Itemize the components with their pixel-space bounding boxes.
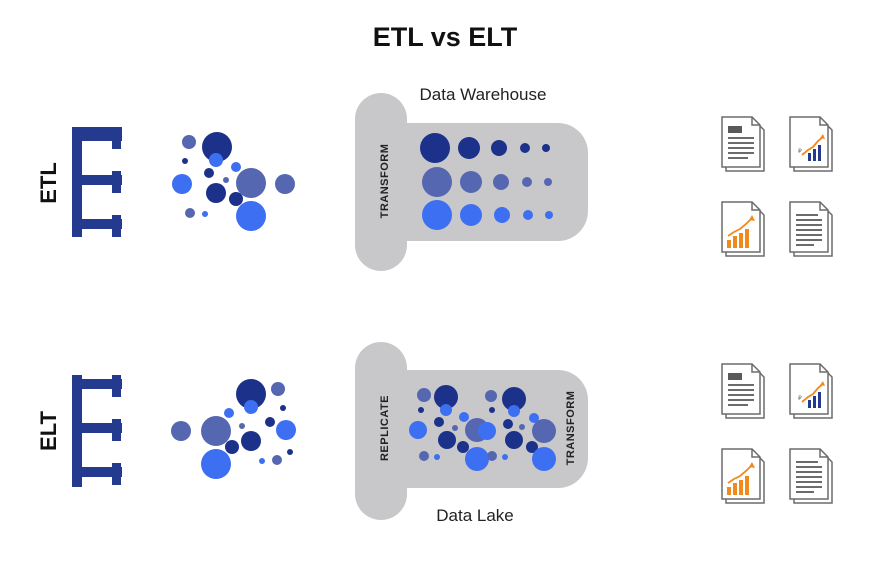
data-dot: [505, 431, 523, 449]
text-report-icon: [789, 448, 833, 504]
elt-pipeline-icon: [72, 375, 122, 487]
etl-reports: [721, 116, 833, 257]
etl-pipeline-icon: [72, 127, 122, 237]
data-dot: [508, 405, 520, 417]
data-dot: [502, 387, 526, 411]
data-dot: [272, 455, 282, 465]
data-dot: [503, 419, 513, 429]
data-dot: [259, 458, 265, 464]
data-dot: [465, 447, 489, 471]
warehouse-structured-data: [420, 133, 553, 230]
data-dot: [224, 408, 234, 418]
data-dot: [519, 424, 525, 430]
data-dot: [485, 390, 497, 402]
data-dot: [434, 417, 444, 427]
data-dot: [182, 158, 188, 164]
elt-raw-data-cluster: [171, 379, 296, 479]
data-dot: [171, 421, 191, 441]
text-report-icon: [789, 201, 833, 257]
data-dot: [229, 192, 243, 206]
data-dot: [241, 431, 261, 451]
data-dot: [542, 144, 550, 152]
data-dot: [182, 135, 196, 149]
data-dot: [491, 140, 507, 156]
data-dot: [526, 441, 538, 453]
data-dot: [417, 388, 431, 402]
data-dot: [280, 405, 286, 411]
etl-transform-label: TRANSFORM: [379, 143, 391, 219]
data-dot: [409, 421, 427, 439]
text-report-icon: [721, 116, 765, 172]
data-dot: [520, 143, 530, 153]
data-dot: [418, 407, 424, 413]
data-dot: [494, 207, 510, 223]
data-dot: [502, 454, 508, 460]
data-dot: [201, 449, 231, 479]
data-dot: [522, 177, 532, 187]
data-dot: [172, 174, 192, 194]
data-dot: [202, 132, 232, 162]
data-dot: [438, 431, 456, 449]
data-dot: [544, 178, 552, 186]
data-dot: [532, 447, 556, 471]
data-dot: [202, 211, 208, 217]
data-dot: [236, 168, 266, 198]
data-dot: [452, 425, 458, 431]
elt-replicate-label: REPLICATE: [379, 394, 391, 462]
data-dot: [231, 162, 241, 172]
lake-unstructured-data: [409, 385, 556, 471]
elt-reports: [721, 363, 833, 504]
data-dot: [275, 174, 295, 194]
text-report-icon: [721, 363, 765, 419]
data-dot: [459, 412, 469, 422]
chart-report-icon: [721, 201, 765, 257]
data-dot: [478, 422, 496, 440]
data-dot: [458, 137, 480, 159]
data-dot: [523, 210, 533, 220]
data-dot: [204, 168, 214, 178]
data-dot: [236, 201, 266, 231]
data-dot: [225, 440, 239, 454]
data-dot: [434, 385, 458, 409]
chart-report-icon: [789, 116, 833, 172]
data-dot: [545, 211, 553, 219]
elt-transform-label: TRANSFORM: [565, 390, 577, 466]
data-dot: [532, 419, 556, 443]
data-dot: [239, 423, 245, 429]
data-dot: [457, 441, 469, 453]
data-dot: [529, 413, 539, 423]
data-dot: [206, 183, 226, 203]
page-title: ETL vs ELT: [372, 22, 518, 52]
data-dot: [422, 167, 452, 197]
data-dot: [185, 208, 195, 218]
chart-report-icon: [721, 448, 765, 504]
data-dot: [434, 454, 440, 460]
chart-report-icon: [789, 363, 833, 419]
data-dot: [223, 177, 229, 183]
data-dot: [493, 174, 509, 190]
data-dot: [287, 449, 293, 455]
data-dot: [440, 404, 452, 416]
data-dot: [487, 451, 497, 461]
data-dot: [489, 407, 495, 413]
data-dot: [244, 400, 258, 414]
data-dot: [276, 420, 296, 440]
etl-raw-data-cluster: [172, 132, 295, 231]
data-dot: [460, 204, 482, 226]
data-warehouse-label: Data Warehouse: [419, 85, 547, 104]
data-dot: [460, 171, 482, 193]
data-dot: [420, 133, 450, 163]
data-dot: [236, 379, 266, 409]
data-dot: [422, 200, 452, 230]
data-dot: [201, 416, 231, 446]
data-dot: [265, 417, 275, 427]
data-dot: [419, 451, 429, 461]
data-dot: [209, 153, 223, 167]
data-dot: [271, 382, 285, 396]
data-lake-label: Data Lake: [436, 506, 514, 525]
